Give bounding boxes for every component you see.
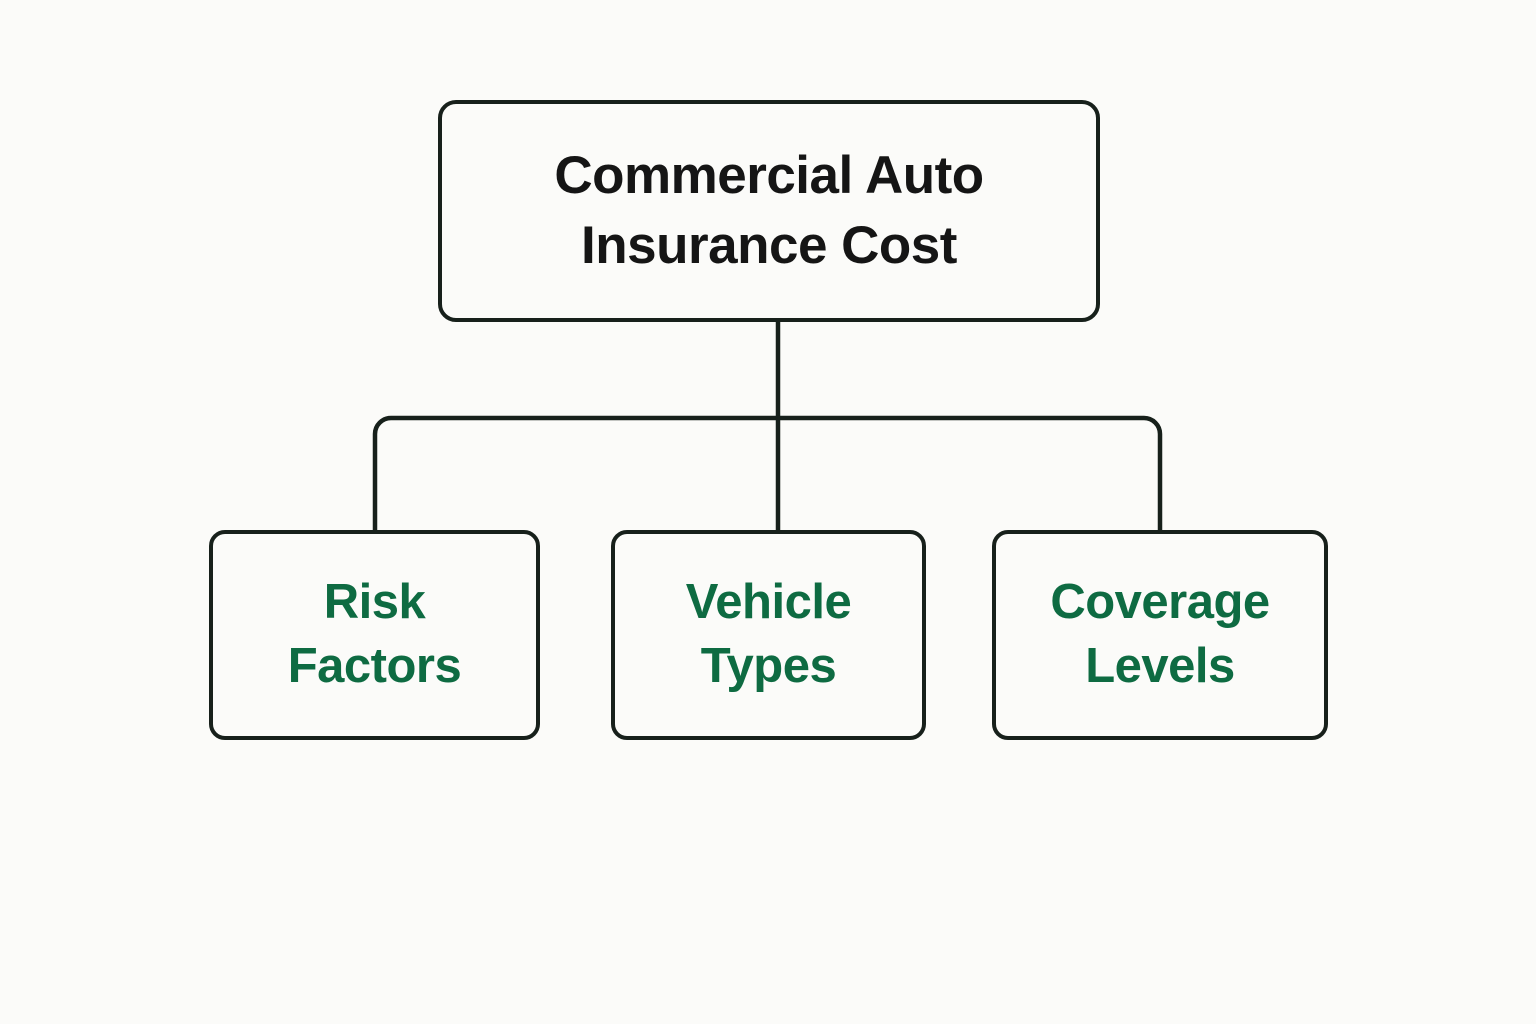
connector-branch-left (372, 415, 778, 530)
node-vehicle-types[interactable]: Vehicle Types (611, 530, 926, 740)
connector-branch-right (778, 415, 1163, 530)
node-coverage-levels-label: Coverage Levels (1050, 575, 1270, 693)
node-vehicle-types-label: Vehicle Types (685, 575, 852, 693)
node-coverage-levels[interactable]: Coverage Levels (992, 530, 1328, 740)
node-commercial-auto-insurance-cost[interactable]: Commercial Auto Insurance Cost (438, 100, 1100, 322)
node-risk-factors-label: Risk Factors (287, 575, 462, 693)
node-root-label: Commercial Auto Insurance Cost (554, 146, 984, 275)
node-risk-factors[interactable]: Risk Factors (209, 530, 540, 740)
